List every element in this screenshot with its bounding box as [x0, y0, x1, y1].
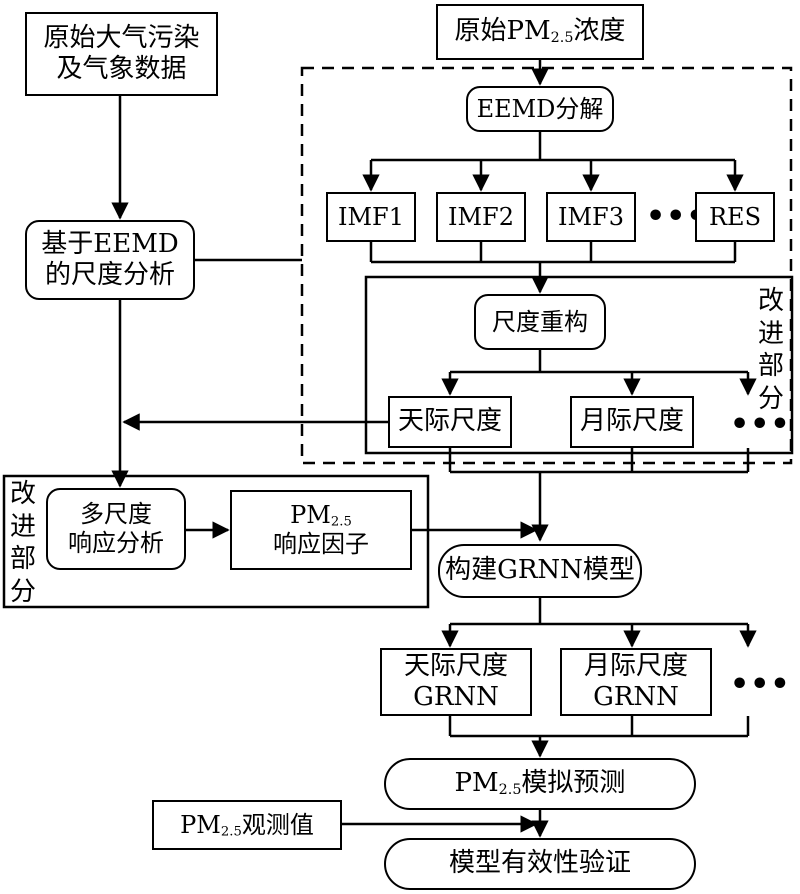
raw-met-line2: 及气象数据	[56, 54, 187, 84]
res-box: RES	[695, 192, 775, 242]
scale-ellipsis: •••	[730, 407, 791, 442]
improved-region-left	[2, 474, 430, 609]
raw-pm-label: 原始PM2.5浓度	[454, 16, 626, 47]
scale-analysis-line1: 基于EEMD	[41, 228, 179, 259]
raw-met-line1: 原始大气污染	[43, 22, 200, 53]
imf3-box: IMF3	[546, 192, 636, 242]
pm-factor-box: PM2.5 响应因子	[230, 490, 412, 570]
improved-label-right: 改进部分	[757, 286, 784, 414]
imf1-box: IMF1	[326, 192, 416, 242]
daily-scale-box: 天际尺度	[388, 396, 512, 448]
monthly-grnn-box: 月际尺度 GRNN	[560, 648, 712, 716]
scale-analysis-node: 基于EEMD 的尺度分析	[25, 220, 195, 300]
improved-region-dashed	[300, 66, 793, 465]
imf2-box: IMF2	[436, 192, 526, 242]
improved-label-left: 改进部分	[9, 479, 36, 607]
model-validation-node: 模型有效性验证	[384, 838, 696, 890]
daily-grnn-box: 天际尺度 GRNN	[380, 648, 532, 716]
build-grnn-node: 构建GRNN模型	[438, 544, 642, 598]
multi-scale-node: 多尺度 响应分析	[46, 488, 186, 570]
reconstruct-region	[364, 275, 794, 455]
pm-simulate-node: PM2.5模拟预测	[384, 758, 696, 810]
pm-observed-box: PM2.5观测值	[152, 800, 342, 850]
monthly-scale-box: 月际尺度	[570, 396, 694, 448]
raw-pm-box: 原始PM2.5浓度	[436, 4, 644, 60]
raw-met-data-box: 原始大气污染 及气象数据	[25, 12, 218, 96]
eemd-decompose-node: EEMD分解	[466, 86, 614, 132]
pm-factor-line2: 响应因子	[273, 530, 369, 558]
scale-reconstruct-node: 尺度重构	[474, 294, 606, 350]
pm-factor-line1: PM2.5	[290, 501, 352, 530]
scale-analysis-line2: 的尺度分析	[44, 260, 175, 290]
grnn-ellipsis: •••	[730, 667, 791, 702]
